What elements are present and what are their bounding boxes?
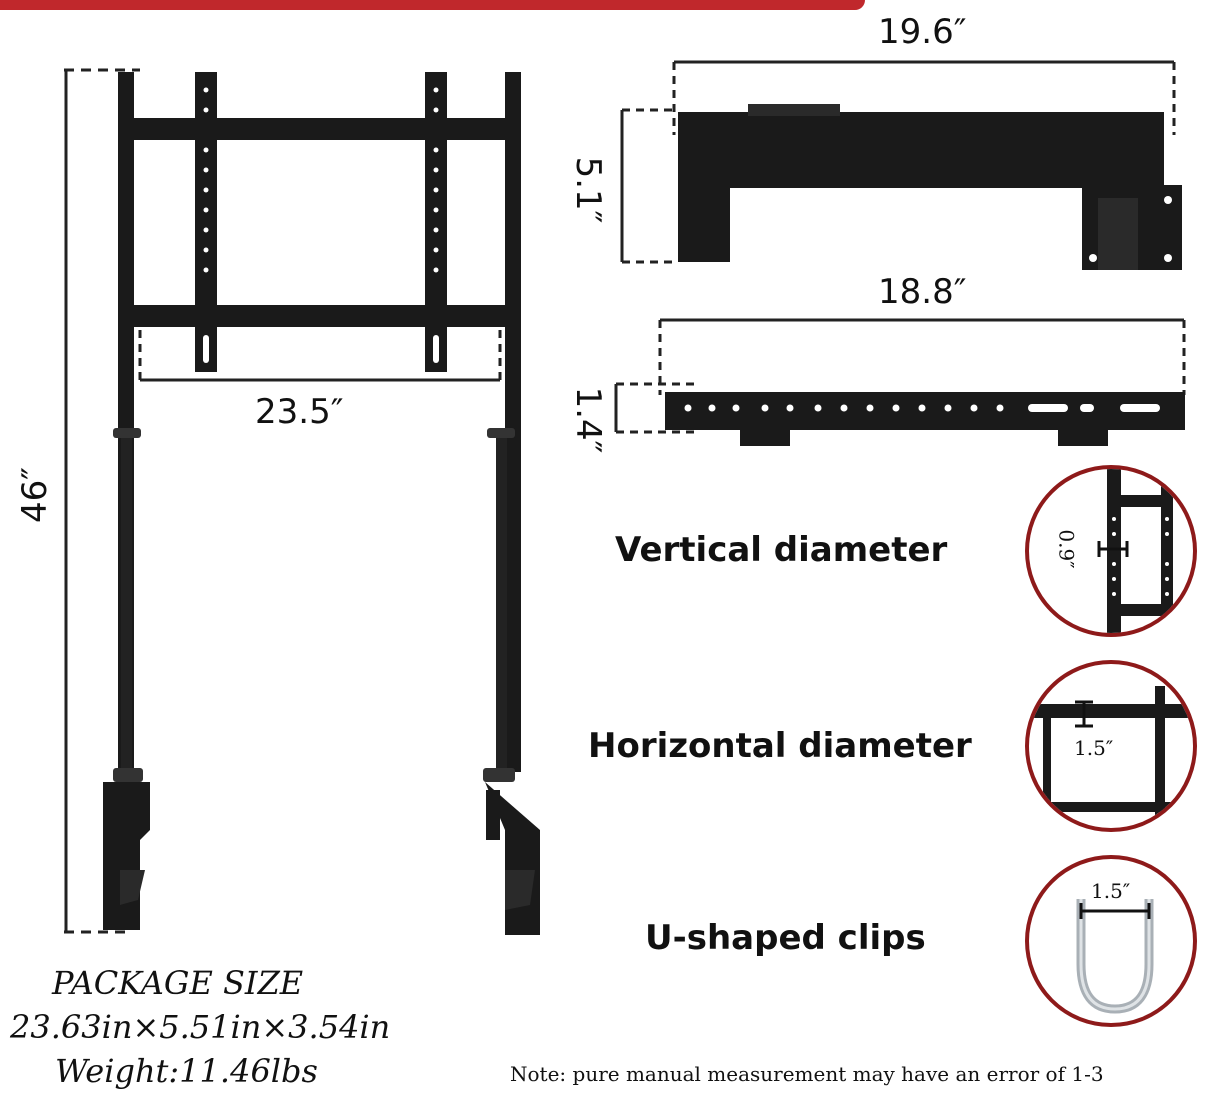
top-bracket-illustration	[620, 60, 1182, 270]
measurement-note: Note: pure manual measurement may have a…	[510, 1062, 1104, 1086]
right-upright	[505, 72, 521, 772]
horizontal-diameter-value: 1.5″	[1074, 736, 1114, 760]
flat-plate-illustration	[614, 318, 1186, 446]
vesa-plates	[195, 72, 447, 372]
horizontal-diameter-label: Horizontal diameter	[588, 726, 972, 766]
bottom-crossbar	[134, 305, 505, 327]
pole-clamps	[113, 428, 515, 782]
height-dimension: 46″	[15, 467, 55, 523]
desk-clamps	[103, 782, 540, 935]
frame-width-dimension: 23.5″	[255, 392, 344, 432]
vertical-diameter-circle: 0.9″	[1025, 465, 1197, 637]
u-clip-value: 1.5″	[1091, 879, 1131, 903]
top-bracket-height-dimension: 5.1″	[568, 156, 608, 224]
package-size: 23.63in×5.51in×3.54in	[10, 1008, 391, 1046]
u-shaped-clips-label: U-shaped clips	[645, 918, 926, 958]
vertical-diameter-value: 0.9″	[1054, 529, 1079, 569]
package-weight: Weight:11.46lbs	[55, 1052, 318, 1090]
horizontal-diameter-circle: 1.5″	[1025, 660, 1197, 832]
tv-stand-illustration	[64, 68, 540, 935]
top-crossbar	[134, 118, 505, 140]
u-clip-circle: 1.5″	[1025, 855, 1197, 1027]
width-dimension-line	[138, 330, 502, 382]
height-dimension-line	[64, 68, 140, 934]
vertical-diameter-label: Vertical diameter	[615, 530, 948, 570]
top-banner	[0, 0, 865, 10]
plate-height-dimension: 1.4″	[568, 386, 608, 454]
plate-width-dimension: 18.8″	[878, 272, 967, 312]
top-bracket-width-dimension: 19.6″	[878, 12, 967, 52]
package-title: PACKAGE SIZE	[52, 964, 304, 1002]
